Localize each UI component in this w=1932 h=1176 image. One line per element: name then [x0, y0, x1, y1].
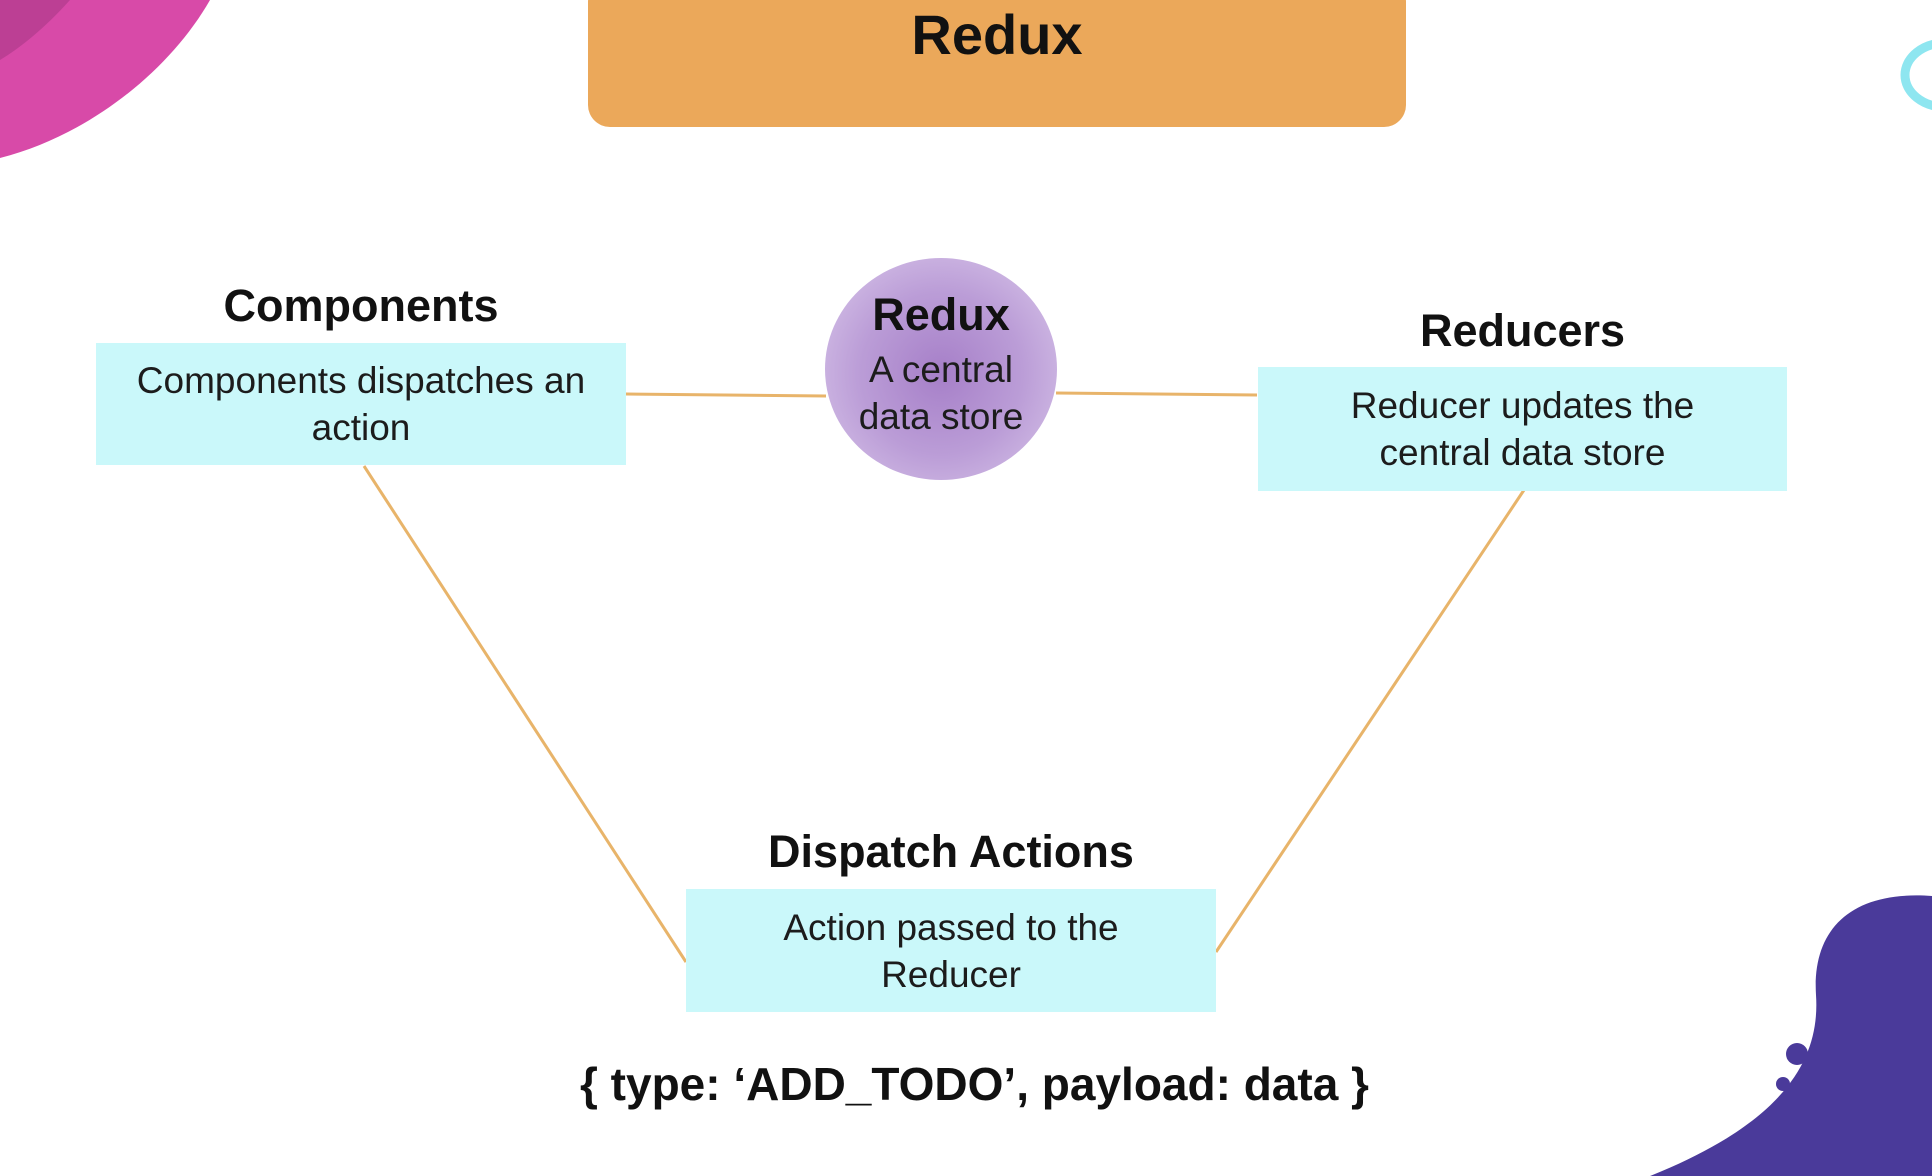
- title-banner: Redux: [588, 0, 1406, 127]
- dispatch-heading: Dispatch Actions: [768, 826, 1134, 877]
- hub-description: A central data store: [858, 349, 1024, 437]
- pink-blob-top-left: [0, 0, 210, 158]
- connector-components-hub: [625, 392, 827, 398]
- components-description: Components dispatches an action: [136, 360, 586, 448]
- hub-title: Redux: [872, 289, 1010, 340]
- action-object-example: { type: ‘ADD_TODO’, payload: data }: [580, 1058, 1369, 1110]
- connector-reducers-dispatch: [1214, 489, 1526, 953]
- components-box: Components dispatches an action: [96, 343, 626, 465]
- components-heading: Components: [223, 280, 499, 331]
- redux-store-node: Redux A central data store: [825, 258, 1057, 480]
- connector-components-dispatch: [362, 465, 688, 963]
- reducers-box: Reducer updates the central data store: [1258, 367, 1787, 491]
- page-title: Redux: [911, 3, 1083, 66]
- cyan-ring-top-right: [1900, 40, 1932, 110]
- dispatch-box: Action passed to the Reducer: [686, 889, 1216, 1012]
- purple-blob-bottom-right: [1650, 895, 1932, 1176]
- connector-hub-reducers: [1055, 391, 1258, 397]
- reducers-heading: Reducers: [1419, 305, 1626, 356]
- dispatch-description: Action passed to the Reducer: [783, 906, 1119, 995]
- reducers-description: Reducer updates the central data store: [1350, 385, 1695, 473]
